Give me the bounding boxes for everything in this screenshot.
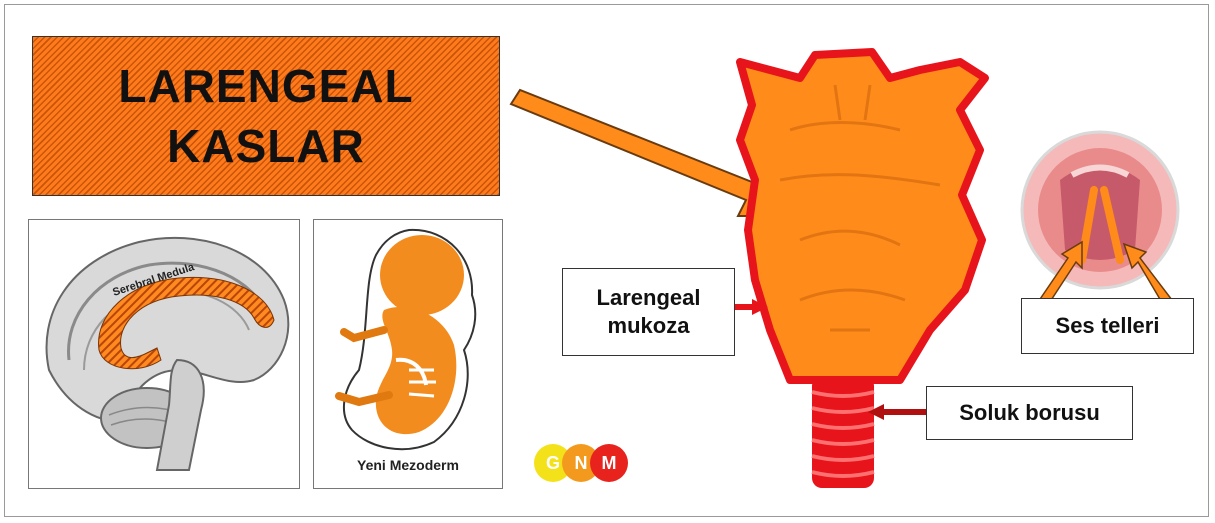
- larengeal-mukoza-line-1: Larengeal: [597, 284, 701, 312]
- logo-letter-g: G: [546, 453, 560, 474]
- soluk-arrow: [868, 404, 928, 420]
- larengeal-mukoza-label: Larengeal mukoza: [562, 268, 735, 356]
- larengeal-mukoza-line-2: mukoza: [608, 312, 690, 340]
- logo-letter-n: N: [575, 453, 588, 474]
- ses-telleri-label: Ses telleri: [1021, 298, 1194, 354]
- logo-letter-m: M: [602, 453, 617, 474]
- logo-circle-m: M: [590, 444, 628, 482]
- soluk-borusu-text: Soluk borusu: [959, 400, 1100, 426]
- gnm-logo: G N M: [534, 442, 654, 486]
- ses-telleri-text: Ses telleri: [1056, 313, 1160, 339]
- soluk-borusu-label: Soluk borusu: [926, 386, 1133, 440]
